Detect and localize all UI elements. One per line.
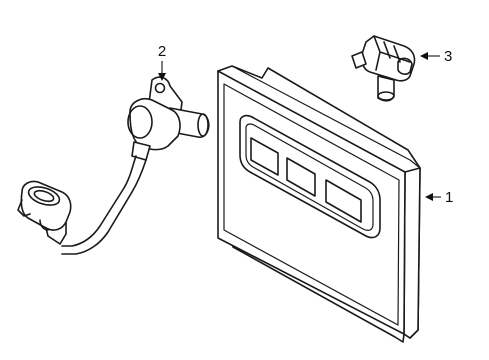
callout-1-number: 1: [445, 189, 453, 206]
callout-3: 3: [420, 48, 452, 65]
position-sensor-with-harness-icon: [17, 76, 210, 255]
callout-2-number: 2: [158, 43, 166, 60]
callout-3-number: 3: [444, 48, 452, 65]
control-module-icon: [217, 65, 421, 343]
callout-2: 2: [158, 43, 166, 81]
sensor-connector-icon: [351, 35, 416, 102]
callout-1: 1: [425, 189, 453, 206]
